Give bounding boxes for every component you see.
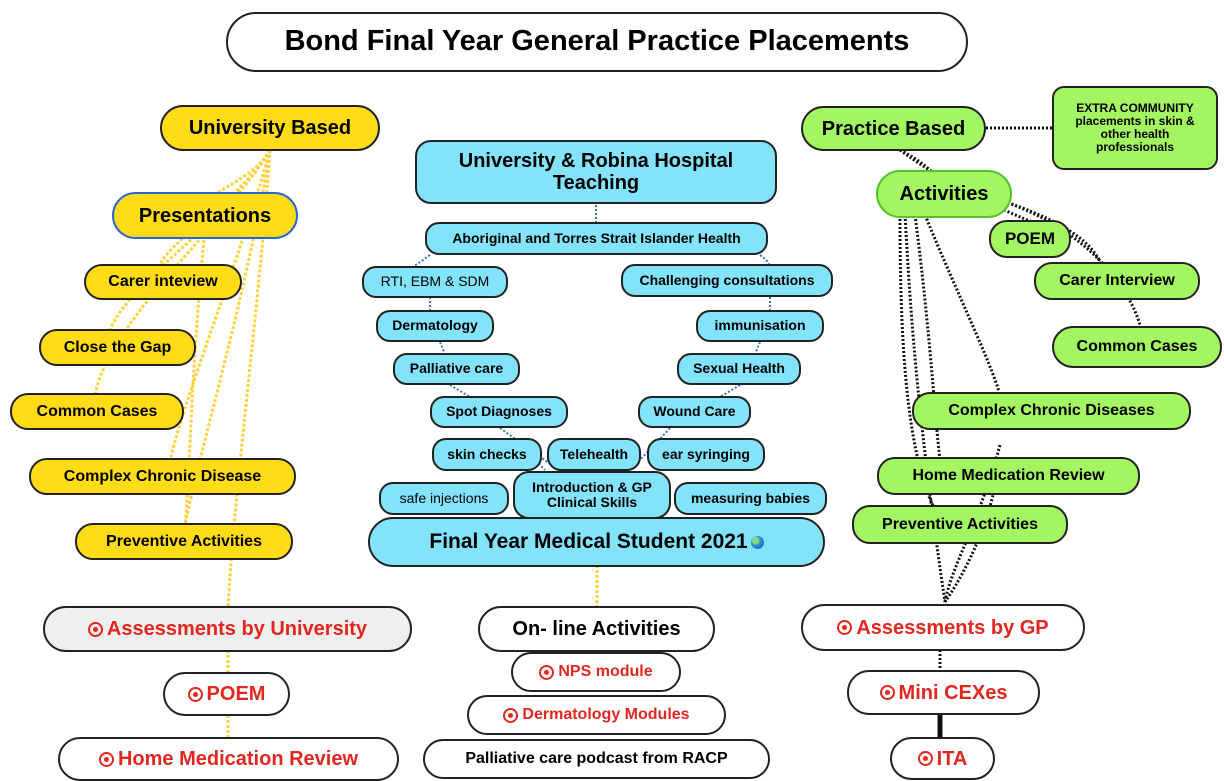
topic-skin-checks[interactable]: skin checks (432, 438, 542, 471)
node-ita-label: ITA (936, 747, 968, 770)
node-close-the-gap[interactable]: Close the Gap (39, 329, 196, 366)
node-activities[interactable]: Activities (876, 170, 1012, 218)
node-final-year-student-label: Final Year Medical Student 2021 (429, 530, 748, 554)
node-assessments-university[interactable]: Assessments by University (43, 606, 412, 652)
goal-icon (879, 685, 895, 700)
node-university-robina-teaching[interactable]: University & Robina Hospital Teaching (415, 140, 777, 204)
topic-challenging-consultations[interactable]: Challenging consultations (621, 264, 833, 297)
node-mini-cexes[interactable]: Mini CEXes (847, 670, 1040, 715)
node-preventive-activities-university[interactable]: Preventive Activities (75, 523, 293, 560)
topic-telehealth[interactable]: Telehealth (547, 438, 641, 471)
node-dermatology-modules-label: Dermatology Modules (522, 706, 690, 724)
node-mini-cexes-label: Mini CEXes (898, 681, 1008, 704)
node-online-activities[interactable]: On- line Activities (478, 606, 715, 652)
node-nps-module[interactable]: NPS module (511, 652, 681, 692)
node-complex-chronic-diseases[interactable]: Complex Chronic Diseases (912, 392, 1191, 430)
node-nps-module-label: NPS module (558, 663, 653, 681)
topic-rti-ebm-sdm[interactable]: RTI, EBM & SDM (362, 266, 508, 298)
node-poem-practice[interactable]: POEM (989, 220, 1071, 258)
node-poem-assessment[interactable]: POEM (163, 672, 290, 716)
goal-icon (87, 621, 103, 637)
node-presentations[interactable]: Presentations (112, 192, 298, 239)
node-poem-assessment-label: POEM (206, 683, 266, 705)
node-extra-community-placements[interactable]: EXTRA COMMUNITY placements in skin & oth… (1052, 86, 1218, 170)
node-dermatology-modules[interactable]: Dermatology Modules (467, 695, 726, 735)
topic-immunisation[interactable]: immunisation (696, 310, 824, 342)
globe-icon (750, 535, 764, 549)
node-ita[interactable]: ITA (890, 737, 995, 780)
goal-icon (503, 707, 519, 723)
node-final-year-student[interactable]: Final Year Medical Student 2021 (368, 517, 825, 567)
topic-palliative-care[interactable]: Palliative care (393, 353, 520, 385)
topic-measuring-babies[interactable]: measuring babies (674, 482, 827, 515)
topic-safe-injections[interactable]: safe injections (379, 482, 509, 515)
topic-intro-gp-clinical-skills[interactable]: Introduction & GP Clinical Skills (513, 471, 671, 519)
topic-dermatology[interactable]: Dermatology (376, 310, 494, 342)
node-university-based[interactable]: University Based (160, 105, 380, 151)
node-assessments-gp-label: Assessments by GP (856, 616, 1049, 639)
goal-icon (539, 664, 555, 680)
node-carer-interview[interactable]: Carer Interview (1034, 262, 1200, 300)
node-home-medication-review-assessment[interactable]: Home Medication Review (58, 737, 399, 781)
node-extra-community-label: EXTRA COMMUNITY placements in skin & oth… (1075, 100, 1195, 155)
topic-intro-gp-clinical-skills-label: Introduction & GP Clinical Skills (532, 478, 652, 510)
topic-aboriginal-health[interactable]: Aboriginal and Torres Strait Islander He… (425, 222, 768, 255)
topic-spot-diagnoses[interactable]: Spot Diagnoses (430, 396, 568, 428)
goal-icon (837, 620, 853, 635)
node-preventive-activities-practice[interactable]: Preventive Activities (852, 505, 1068, 544)
node-carer-inteview[interactable]: Carer inteview (84, 264, 242, 300)
node-palliative-podcast[interactable]: Palliative care podcast from RACP (423, 739, 770, 779)
diagram-title: Bond Final Year General Practice Placeme… (226, 12, 968, 72)
topic-ear-syringing[interactable]: ear syringing (647, 438, 765, 471)
topic-wound-care[interactable]: Wound Care (638, 396, 751, 428)
goal-icon (98, 751, 114, 767)
node-practice-based[interactable]: Practice Based (801, 106, 986, 151)
node-home-medication-review-practice[interactable]: Home Medication Review (877, 457, 1140, 495)
goal-icon (917, 751, 933, 766)
node-university-robina-teaching-label: University & Robina Hospital Teaching (458, 150, 734, 194)
node-home-medication-review-assessment-label: Home Medication Review (117, 748, 359, 770)
goal-icon (187, 686, 203, 702)
node-assessments-gp[interactable]: Assessments by GP (801, 604, 1085, 651)
node-common-cases[interactable]: Common Cases (10, 393, 184, 430)
node-common-cases-practice[interactable]: Common Cases (1052, 326, 1222, 368)
node-assessments-university-label: Assessments by University (106, 618, 368, 640)
node-complex-chronic-disease[interactable]: Complex Chronic Disease (29, 458, 296, 495)
topic-sexual-health[interactable]: Sexual Health (677, 353, 801, 385)
